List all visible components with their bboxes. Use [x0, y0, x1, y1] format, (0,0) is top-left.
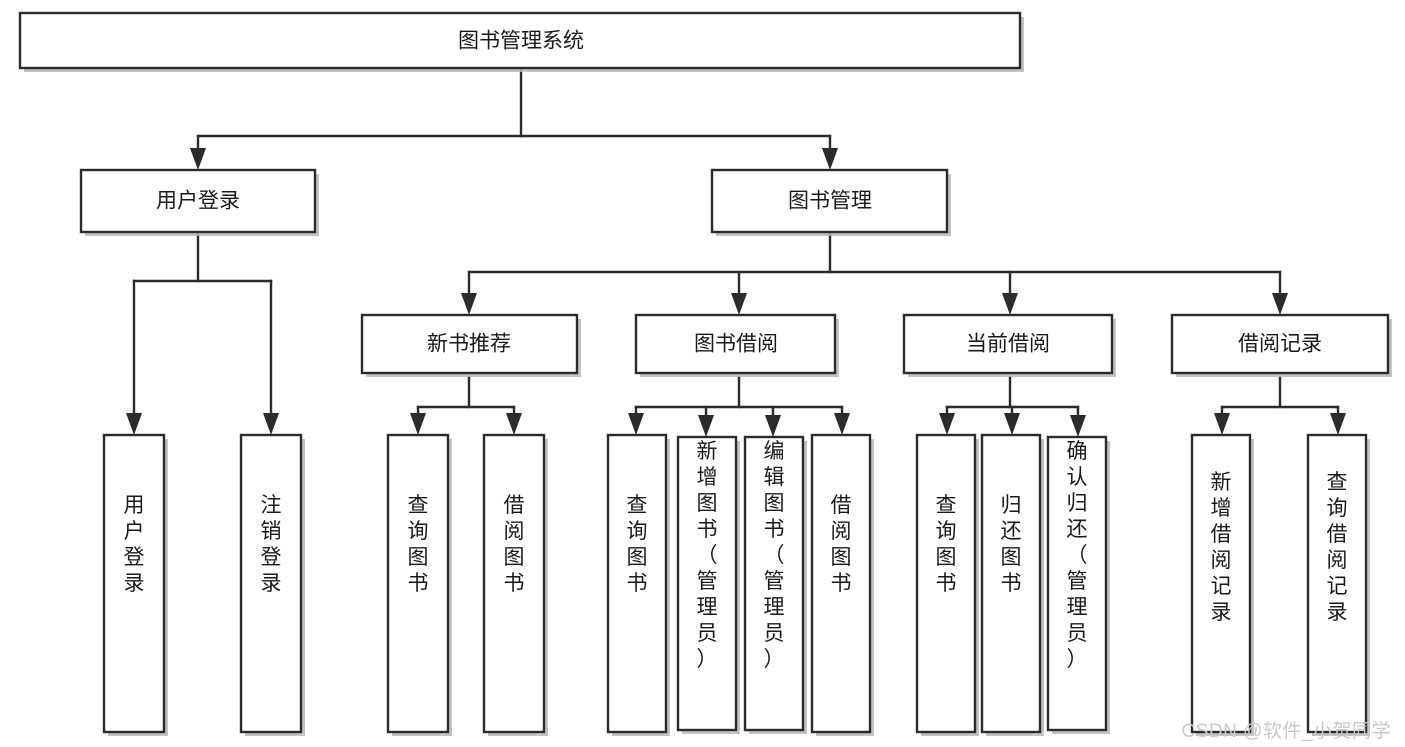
- arrow-to-new-book: [461, 293, 477, 315]
- node-rect[interactable]: [743, 435, 805, 732]
- node-rect[interactable]: [634, 313, 837, 375]
- arrow-leaf-record-2: [1330, 413, 1346, 435]
- leaf-label-current-return-book: 归还图书: [1001, 494, 1022, 595]
- leaf-borrow-edit-book-admin[interactable]: 编辑图书（管理员）: [743, 435, 807, 734]
- leaf-label-user-login-logout: 注销登录: [261, 494, 282, 595]
- leaf-label-new-book-borrow: 借阅图书: [504, 494, 525, 595]
- node-label-user-login: 用户登录: [156, 190, 240, 213]
- node-rect[interactable]: [902, 313, 1114, 375]
- arrow-leaf-current-3: [1070, 415, 1086, 437]
- arrow-leaf-borrow-3: [765, 415, 781, 437]
- leaf-label-current-confirm-return-admin: 确认归还（管理员）: [1067, 440, 1088, 671]
- leaf-new-book-query[interactable]: 查询图书: [386, 433, 452, 736]
- leaf-label-borrow-query-book: 查询图书: [627, 494, 648, 595]
- node-rect[interactable]: [606, 433, 668, 734]
- leaf-label-record-add-record: 新增借阅记录: [1211, 471, 1232, 624]
- node-rect[interactable]: [79, 168, 317, 234]
- node-rect[interactable]: [810, 433, 872, 734]
- node-rect[interactable]: [915, 433, 977, 734]
- node-book-management[interactable]: 图书管理: [710, 168, 951, 236]
- node-rect[interactable]: [1046, 435, 1108, 732]
- node-label-current-borrow: 当前借阅: [966, 333, 1050, 356]
- node-rect[interactable]: [482, 433, 546, 734]
- node-rect[interactable]: [1190, 433, 1252, 734]
- node-label-new-book-recommend: 新书推荐: [427, 333, 511, 356]
- leaf-user-login-login[interactable]: 用户登录: [102, 433, 168, 736]
- node-label-book-borrow: 图书借阅: [694, 333, 778, 356]
- node-root-book-system[interactable]: 图书管理系统: [18, 11, 1024, 72]
- node-rect[interactable]: [239, 433, 303, 734]
- leaf-label-borrow-add-book-admin: 新增图书（管理员）: [697, 440, 718, 671]
- leaf-label-borrow-borrow-book: 借阅图书: [831, 494, 852, 595]
- node-rect[interactable]: [386, 433, 450, 734]
- arrow-to-borrow-record: [1272, 293, 1288, 315]
- leaf-current-return-book[interactable]: 归还图书: [980, 433, 1044, 736]
- leaf-borrow-query-book[interactable]: 查询图书: [606, 433, 670, 736]
- leaf-borrow-borrow-book[interactable]: 借阅图书: [810, 433, 874, 736]
- arrow-leaf-user-login-2: [263, 413, 279, 435]
- connector-layer: [126, 66, 1346, 437]
- arrow-leaf-new-book-1: [410, 413, 426, 435]
- arrow-leaf-borrow-4: [834, 413, 850, 435]
- node-rect[interactable]: [980, 433, 1042, 734]
- leaf-borrow-add-book-admin[interactable]: 新增图书（管理员）: [676, 435, 740, 734]
- node-rect[interactable]: [676, 435, 738, 732]
- node-label-root: 图书管理系统: [458, 30, 584, 53]
- leaf-label-borrow-edit-book-admin: 编辑图书（管理员）: [764, 440, 785, 671]
- arrow-leaf-new-book-2: [506, 413, 522, 435]
- node-rect[interactable]: [102, 433, 166, 734]
- node-label-book-management: 图书管理: [788, 190, 872, 213]
- arrow-leaf-record-1: [1214, 413, 1230, 435]
- node-rect[interactable]: [1170, 313, 1390, 375]
- leaf-new-book-borrow[interactable]: 借阅图书: [482, 433, 548, 736]
- leaf-label-record-query-record: 查询借阅记录: [1327, 471, 1348, 624]
- arrow-leaf-borrow-1: [628, 413, 644, 435]
- arrow-to-current-borrow: [1002, 293, 1018, 315]
- arrow-to-borrow: [731, 293, 747, 315]
- node-label-borrow-record: 借阅记录: [1238, 333, 1322, 356]
- node-book-borrow[interactable]: 图书借阅: [634, 313, 839, 377]
- arrow-to-user-login: [190, 148, 206, 170]
- arrow-leaf-borrow-2: [698, 415, 714, 437]
- arrow-leaf-user-login-1: [126, 413, 142, 435]
- node-borrow-record[interactable]: 借阅记录: [1170, 313, 1392, 377]
- node-user-login[interactable]: 用户登录: [79, 168, 319, 236]
- leaf-current-confirm-return-admin[interactable]: 确认归还（管理员）: [1046, 435, 1110, 734]
- leaf-label-new-book-query: 查询图书: [408, 494, 429, 595]
- arrow-leaf-current-2: [1004, 413, 1020, 435]
- node-new-book-recommend[interactable]: 新书推荐: [360, 313, 581, 377]
- node-current-borrow[interactable]: 当前借阅: [902, 313, 1116, 377]
- leaf-user-login-logout[interactable]: 注销登录: [239, 433, 305, 736]
- arrow-leaf-current-1: [939, 413, 955, 435]
- leaf-label-user-login-login: 用户登录: [124, 494, 145, 595]
- leaf-label-current-query-book: 查询图书: [936, 494, 957, 595]
- node-rect[interactable]: [360, 313, 579, 375]
- node-rect[interactable]: [1306, 433, 1368, 734]
- leaf-current-query-book[interactable]: 查询图书: [915, 433, 979, 736]
- node-rect[interactable]: [710, 168, 949, 234]
- node-rect[interactable]: [18, 11, 1022, 70]
- leaf-record-query-record[interactable]: 查询借阅记录: [1306, 433, 1370, 736]
- leaf-record-add-record[interactable]: 新增借阅记录: [1190, 433, 1254, 736]
- arrow-to-book-mgmt: [822, 148, 838, 170]
